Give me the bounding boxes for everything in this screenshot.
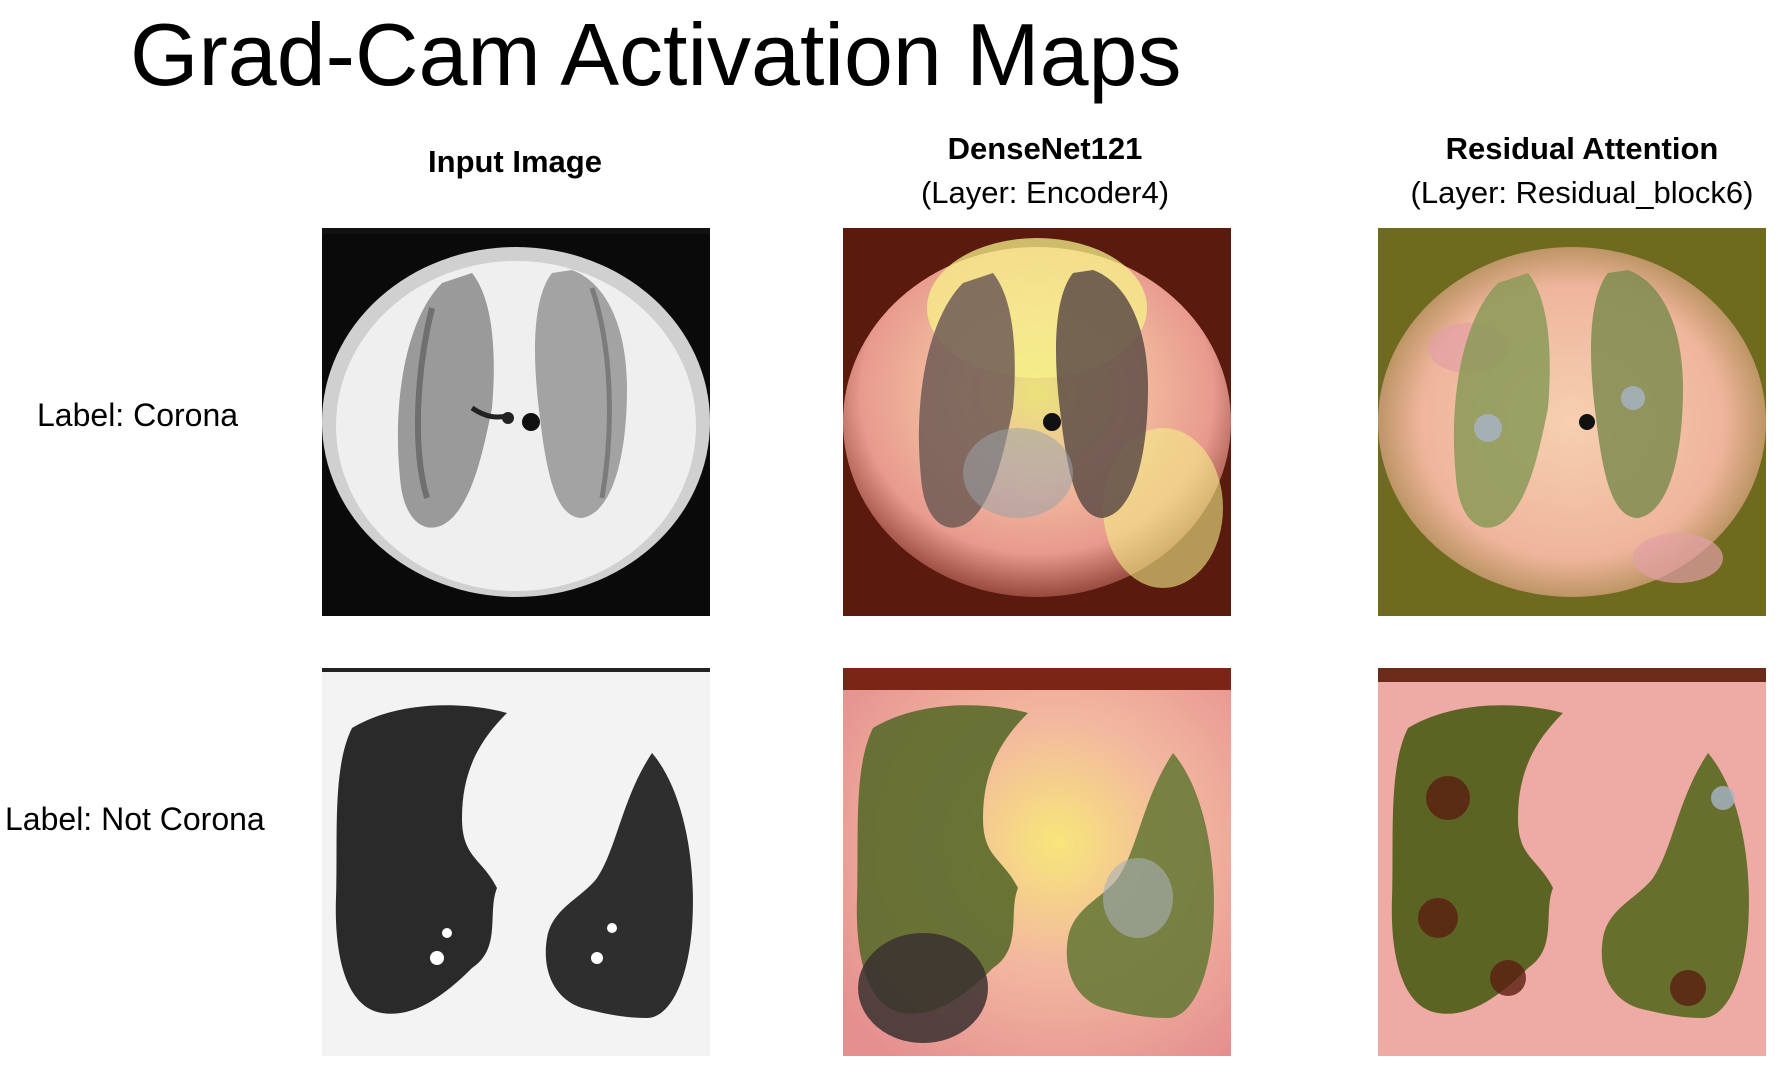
column-subheading: (Layer: Residual_block6) [1410, 175, 1754, 210]
input-image-not-corona [322, 668, 710, 1056]
densenet-map-not-corona [843, 668, 1231, 1056]
column-header-densenet: DenseNet121 (Layer: Encoder4) [815, 127, 1275, 215]
column-heading: Input Image [428, 144, 602, 179]
row-label-not-corona: Label: Not Corona [5, 801, 265, 837]
page-title: Grad-Cam Activation Maps [130, 5, 1182, 104]
residual-map-corona [1378, 228, 1766, 616]
column-heading: DenseNet121 [947, 131, 1143, 166]
residual-map-not-corona [1378, 668, 1766, 1056]
column-header-residual: Residual Attention (Layer: Residual_bloc… [1352, 127, 1783, 215]
column-subheading: (Layer: Encoder4) [920, 175, 1170, 210]
column-heading: Residual Attention [1445, 131, 1719, 166]
densenet-map-corona [843, 228, 1231, 616]
input-image-corona [322, 228, 710, 616]
column-header-input: Input Image [285, 140, 745, 184]
row-label-corona: Label: Corona [37, 397, 239, 433]
